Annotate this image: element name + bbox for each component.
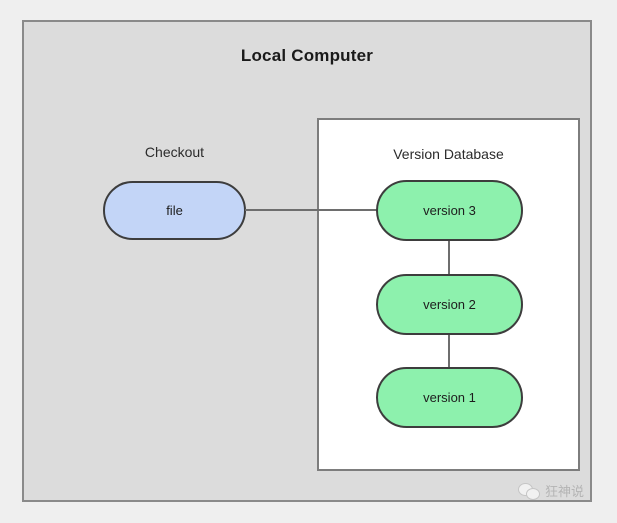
connector-version2-to-version1 (448, 334, 450, 368)
version-node-1: version 1 (376, 367, 523, 428)
connector-file-to-version3 (245, 209, 377, 211)
version-node-1-label: version 1 (423, 390, 476, 405)
wechat-icon (518, 482, 540, 500)
local-computer-frame: Local Computer Checkout file Version Dat… (22, 20, 592, 502)
version-node-3: version 3 (376, 180, 523, 241)
version-database-title: Version Database (393, 146, 504, 162)
version-node-2: version 2 (376, 274, 523, 335)
connector-version3-to-version2 (448, 240, 450, 275)
checkout-label: Checkout (144, 144, 205, 160)
local-computer-title: Local Computer (240, 46, 374, 65)
file-node-label: file (166, 203, 183, 218)
version-node-3-label: version 3 (423, 203, 476, 218)
version-node-2-label: version 2 (423, 297, 476, 312)
watermark: 狂神说 (518, 481, 584, 500)
watermark-text: 狂神说 (545, 485, 585, 500)
file-node: file (103, 181, 246, 240)
